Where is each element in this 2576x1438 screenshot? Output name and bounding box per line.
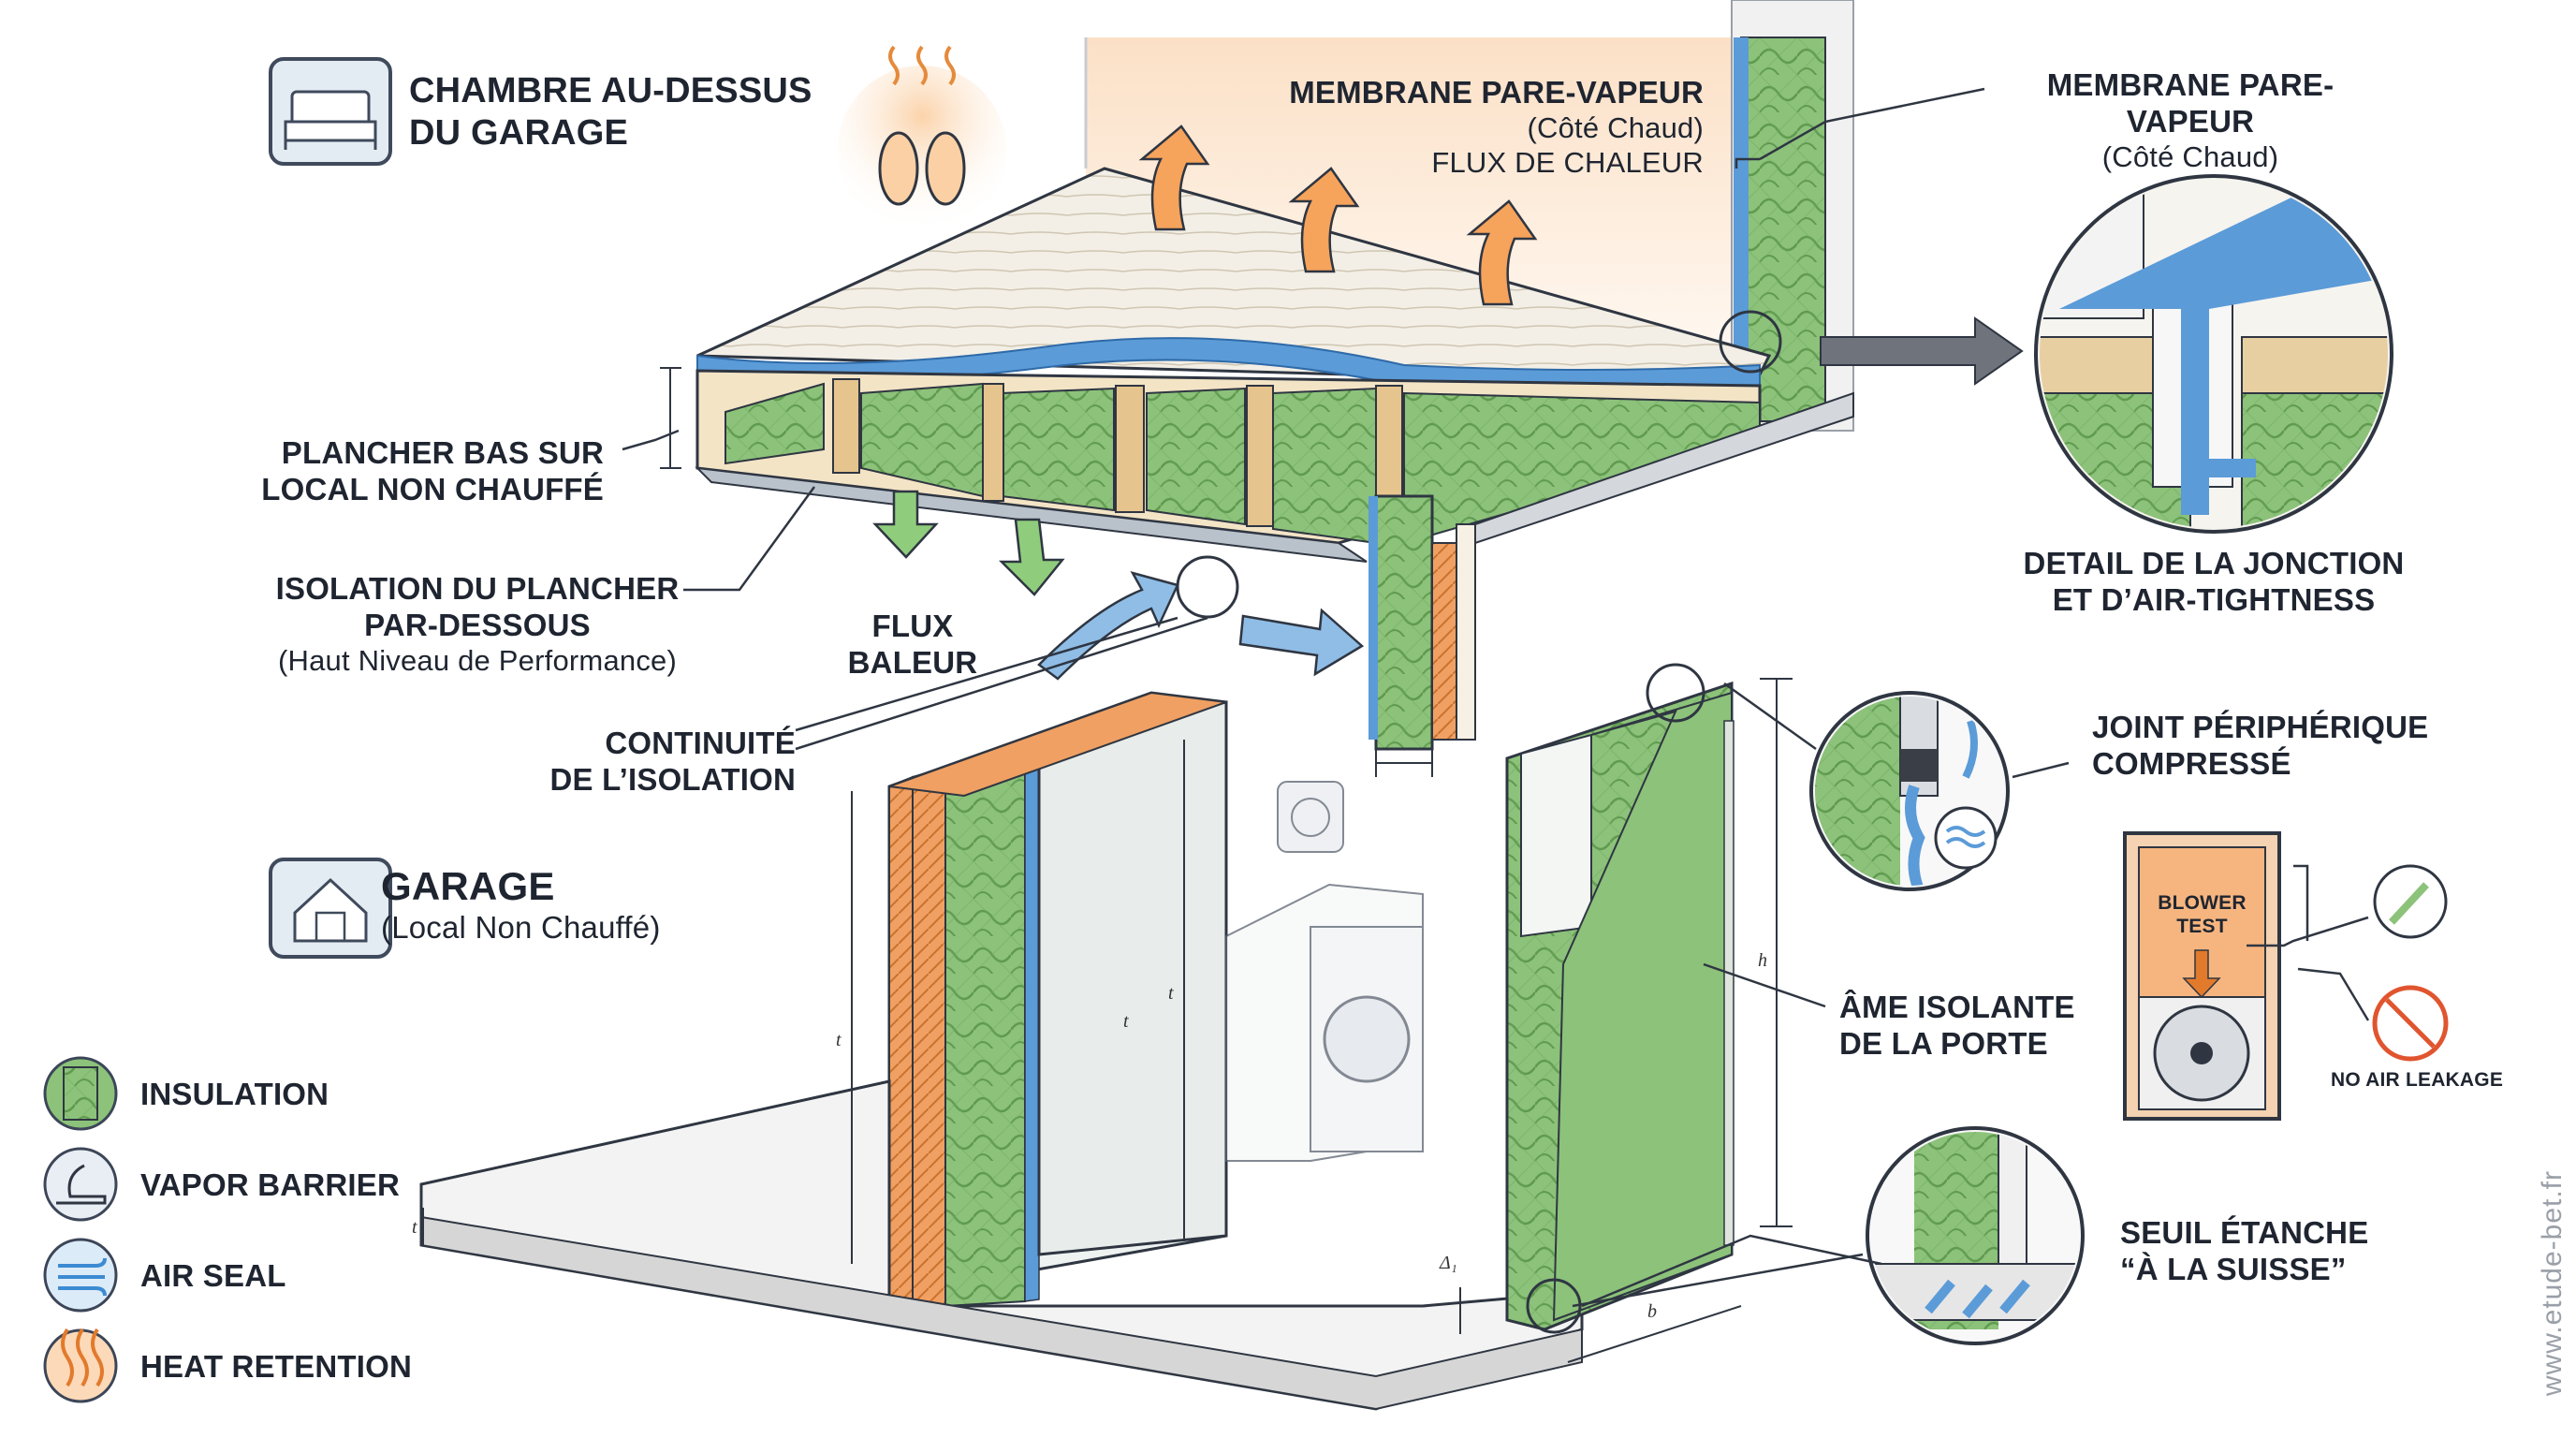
dimension-lines — [422, 367, 1793, 1363]
upper-floor — [695, 167, 1772, 563]
joint-detail-circle — [1809, 691, 2010, 891]
air-flow-arrows — [1037, 571, 1365, 681]
leader-lines — [622, 87, 2370, 1308]
dim-delta: Δ₁ — [1440, 1253, 1457, 1273]
watermark: www.etude-bet.fr — [2537, 1170, 2568, 1397]
no-air-leakage-label: NO AIR LEAKAGE — [2331, 1069, 2504, 1091]
warm-feet-icon — [838, 45, 1006, 234]
no-smoke-icon — [2372, 985, 2449, 1062]
bed-icon — [269, 57, 392, 166]
junction-detail-circle — [2034, 174, 2393, 534]
membrane-right-label: MEMBRANE PARE-VAPEUR (Côté Chaud) — [2046, 67, 2334, 173]
legend-vapor-barrier-label: VAPOR BARRIER — [140, 1167, 401, 1202]
cold-flow-arrows — [872, 490, 1065, 596]
pen-icon — [2373, 864, 2448, 939]
dim-b: b — [1647, 1301, 1657, 1322]
washing-machine — [1225, 781, 1424, 1162]
legend-heat-retention-label: HEAT RETENTION — [140, 1349, 413, 1384]
seuil-label: SEUIL ÉTANCHE“À LA SUISSE” — [2120, 1215, 2369, 1286]
detail-arrow — [1820, 316, 2024, 386]
heat-flow-arrows — [1138, 125, 1538, 306]
membrane-center-label: MEMBRANE PARE-VAPEUR (Côté Chaud) FLUX D… — [1289, 75, 1704, 179]
dim-t2: t — [1123, 1011, 1129, 1032]
house-icon — [269, 858, 392, 959]
dim-t3: t — [1168, 983, 1174, 1004]
garage-wall-section — [887, 691, 1228, 1308]
rim-wall — [1368, 391, 1854, 764]
dim-t1: t — [836, 1030, 842, 1050]
garage-door — [1505, 663, 1734, 1334]
legend-air-seal-label: AIR SEAL — [140, 1258, 286, 1293]
dim-t4: t — [412, 1217, 417, 1238]
garage-title: GARAGE (Local Non Chauffé) — [381, 864, 661, 945]
blower-test-panel — [2123, 831, 2281, 1121]
legend-icons — [43, 1056, 118, 1403]
dim-h: h — [1758, 950, 1767, 971]
corner-marker — [1719, 310, 1782, 374]
legend-insulation-label: INSULATION — [140, 1077, 329, 1111]
junction-marker — [1176, 555, 1239, 619]
threshold-detail-circle — [1866, 1126, 2085, 1345]
